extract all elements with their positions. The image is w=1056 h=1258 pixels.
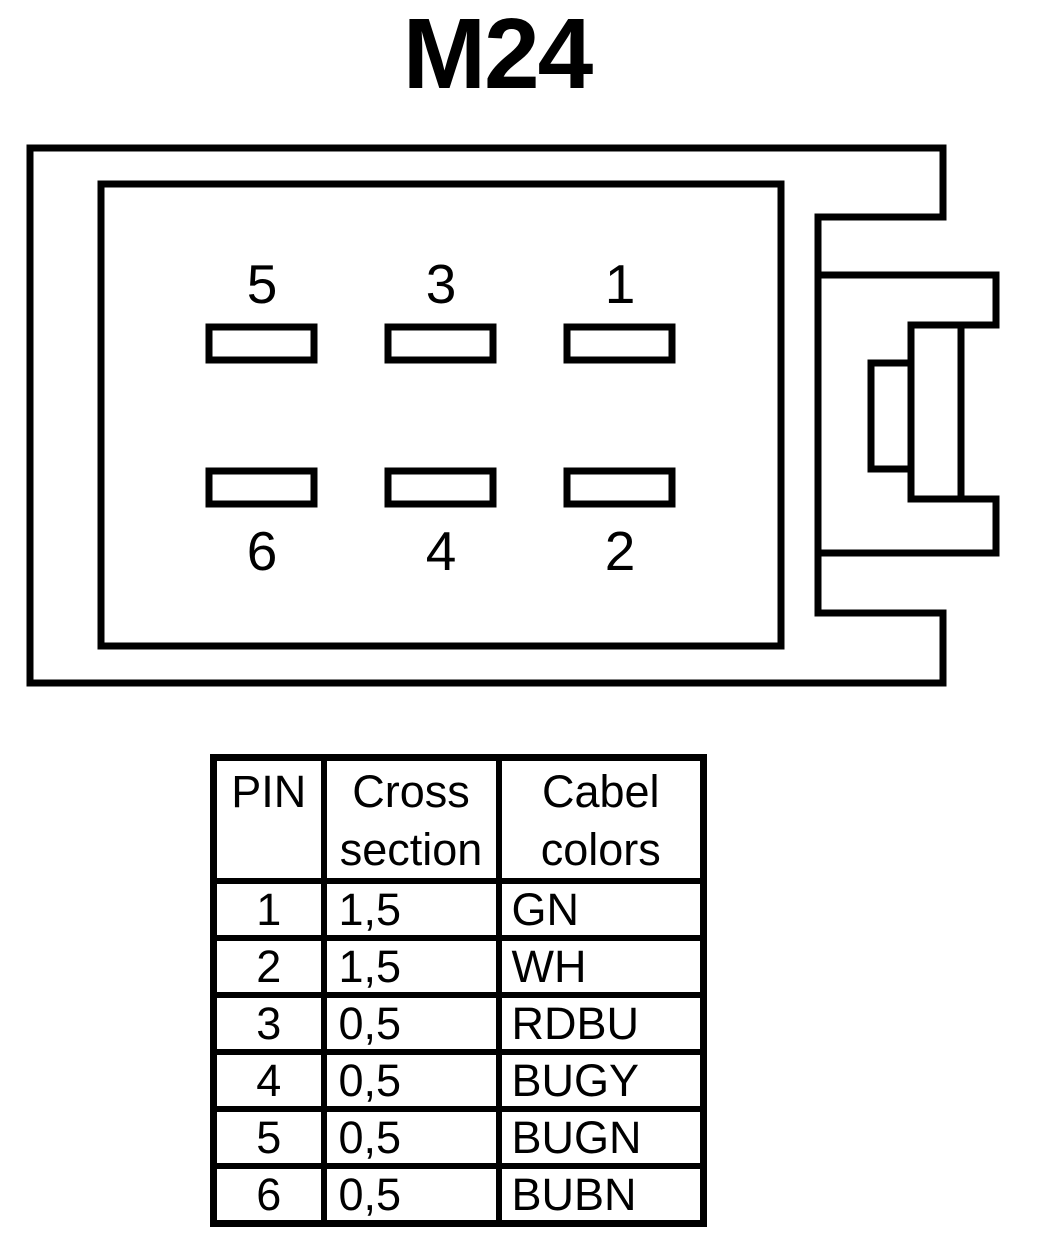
cross-section-cell: 0,5 — [320, 1106, 502, 1170]
pin-table: PIN Cross section Cabel colors 1 1,5 GN … — [210, 754, 707, 1228]
pin-slot-1 — [563, 323, 676, 364]
pin-slot-6 — [205, 467, 318, 508]
pin-slot-4 — [384, 467, 497, 508]
table-row: 5 0,5 BUGN — [210, 1106, 707, 1170]
table-header-row: PIN Cross section Cabel colors — [210, 754, 707, 885]
pin-label-4: 4 — [426, 520, 457, 582]
column-header-cable-colors: Cabel colors — [495, 754, 707, 885]
table-row: 4 0,5 BUGY — [210, 1049, 707, 1113]
pin-slot-2 — [563, 467, 676, 508]
pin-cell: 3 — [210, 992, 327, 1056]
cross-section-cell: 1,5 — [320, 935, 502, 999]
cross-section-cell: 0,5 — [320, 992, 502, 1056]
pin-cell: 1 — [210, 878, 327, 942]
connector-latch-inner-rect — [907, 321, 965, 503]
pin-label-2: 2 — [605, 520, 636, 582]
table-row: 2 1,5 WH — [210, 935, 707, 999]
cable-color-cell: WH — [495, 935, 707, 999]
cross-section-cell: 1,5 — [320, 878, 502, 942]
table-row: 1 1,5 GN — [210, 878, 707, 942]
pin-label-6: 6 — [247, 520, 278, 582]
cross-section-cell: 0,5 — [320, 1049, 502, 1113]
column-header-cross-section: Cross section — [320, 754, 502, 885]
cable-color-cell: BUGY — [495, 1049, 707, 1113]
pin-cell: 6 — [210, 1163, 327, 1227]
cable-color-cell: GN — [495, 878, 707, 942]
pin-slot-5 — [205, 323, 318, 364]
pin-label-1: 1 — [605, 253, 636, 315]
pin-label-3: 3 — [426, 253, 457, 315]
pin-slot-3 — [384, 323, 497, 364]
pin-cell: 2 — [210, 935, 327, 999]
pin-cell: 5 — [210, 1106, 327, 1170]
cable-color-cell: RDBU — [495, 992, 707, 1056]
pin-label-5: 5 — [247, 253, 278, 315]
page-title: M24 — [402, 0, 594, 110]
table-row: 6 0,5 BUBN — [210, 1163, 707, 1227]
column-header-pin: PIN — [210, 754, 327, 885]
pin-cell: 4 — [210, 1049, 327, 1113]
table-row: 3 0,5 RDBU — [210, 992, 707, 1056]
cable-color-cell: BUBN — [495, 1163, 707, 1227]
cross-section-cell: 0,5 — [320, 1163, 502, 1227]
connector-face — [97, 180, 785, 650]
cable-color-cell: BUGN — [495, 1106, 707, 1170]
connector-latch-key-rect — [867, 359, 915, 473]
